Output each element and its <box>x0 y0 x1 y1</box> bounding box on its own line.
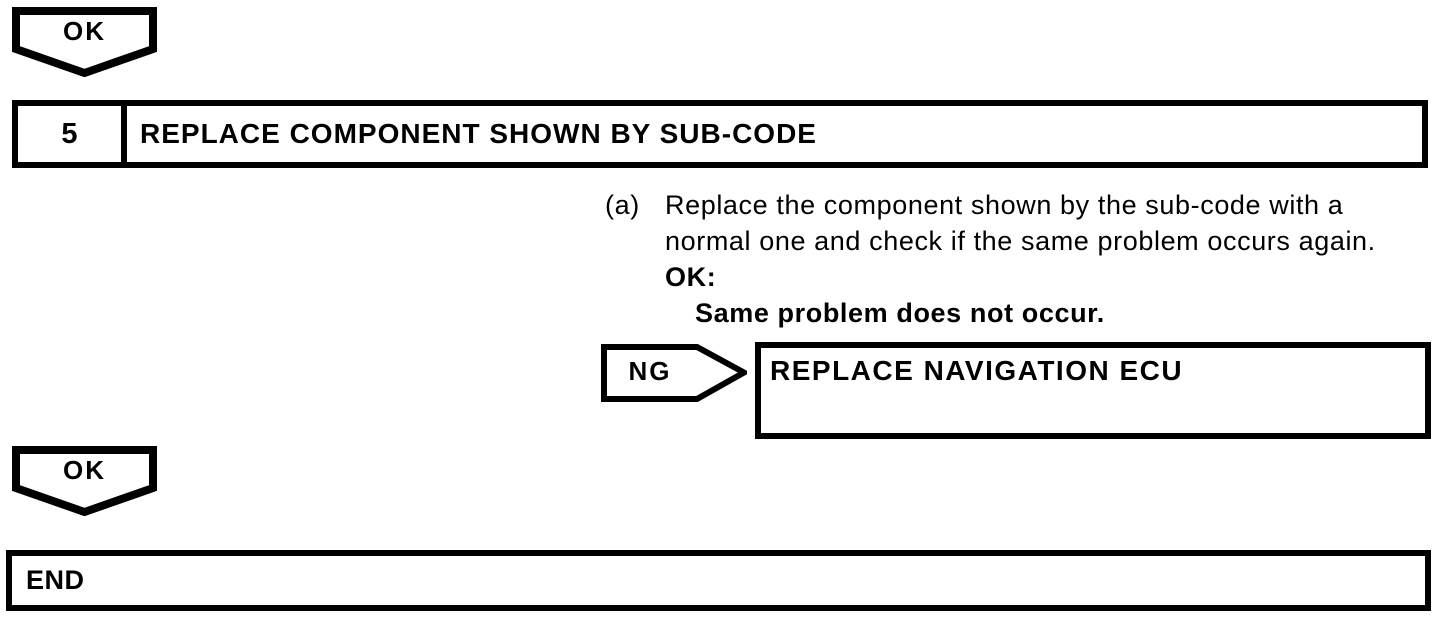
instruction-line-2: normal one and check if the same problem… <box>665 226 1376 256</box>
instruction-text: Replace the component shown by the sub-c… <box>665 187 1376 331</box>
instruction-marker: (a) <box>605 190 640 220</box>
ok-connector-bottom-label: OK <box>63 455 106 485</box>
ok-down-arrow-icon <box>12 7 157 77</box>
step-number: 5 <box>18 106 127 162</box>
ng-action-label: REPLACE NAVIGATION ECU <box>770 355 1184 386</box>
ng-right-arrow-icon <box>601 344 747 402</box>
ok-down-arrow-icon <box>12 446 157 516</box>
ok-connector-bottom: OK <box>12 446 157 516</box>
step-header: 5 REPLACE COMPONENT SHOWN BY SUB-CODE <box>12 100 1428 168</box>
end-label: END <box>26 565 85 595</box>
ng-action-box: REPLACE NAVIGATION ECU <box>755 342 1431 439</box>
instruction-ok-label: OK: <box>665 262 717 292</box>
ng-connector: NG <box>601 344 747 402</box>
instruction-line-1: Replace the component shown by the sub-c… <box>665 190 1344 220</box>
ok-connector-top-label: OK <box>63 16 106 46</box>
instruction-ok-condition: Same problem does not occur. <box>695 298 1105 328</box>
end-box: END <box>6 550 1431 611</box>
instruction-block: (a) Replace the component shown by the s… <box>605 187 1376 331</box>
ng-connector-label: NG <box>628 356 672 386</box>
step-title: REPLACE COMPONENT SHOWN BY SUB-CODE <box>140 118 817 149</box>
ok-connector-top: OK <box>12 7 157 77</box>
